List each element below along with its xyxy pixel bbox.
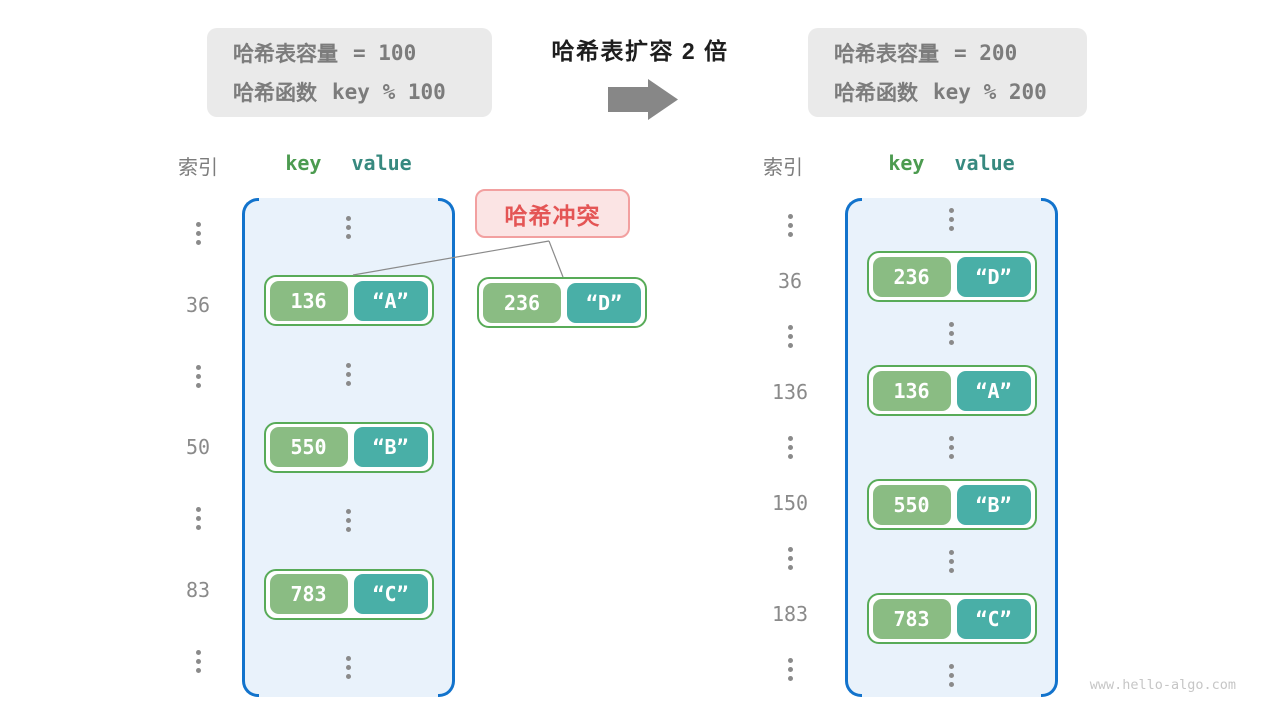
key-box: 550 xyxy=(269,427,348,468)
capacity-label: 哈希表容量 xyxy=(233,43,338,66)
index-column-right: 36 136 150 183 xyxy=(748,198,832,697)
kv-pair: 783 “C” xyxy=(263,568,434,620)
hash-function-value: key % 200 xyxy=(933,80,1047,104)
capacity-label: 哈希表容量 xyxy=(834,43,939,66)
ellipsis-dots xyxy=(787,214,793,237)
capacity-value: = 200 xyxy=(954,41,1018,65)
ellipsis-dots xyxy=(949,436,954,459)
index-label: 36 xyxy=(185,292,211,317)
ellipsis-dots xyxy=(195,649,201,673)
value-box: “C” xyxy=(353,574,428,615)
value-box: “A” xyxy=(956,370,1031,411)
info-box-before: 哈希表容量 = 100 哈希函数 key % 100 xyxy=(207,28,492,117)
value-box: “C” xyxy=(956,598,1031,639)
hash-table-after: 236 “D” 136 “A” 550 “B” 783 “C” xyxy=(845,198,1058,697)
value-box: “B” xyxy=(956,484,1031,525)
index-header-right: 索引 xyxy=(763,157,803,179)
hash-function-label: 哈希函数 xyxy=(233,82,317,105)
value-header: value xyxy=(954,151,1015,175)
index-label: 83 xyxy=(185,578,211,603)
ellipsis-dots xyxy=(195,507,201,531)
bucket-bracket-left xyxy=(242,198,259,697)
ellipsis-dots xyxy=(346,509,351,533)
key-box: 236 xyxy=(872,256,951,297)
value-header: value xyxy=(351,151,412,175)
right-arrow-icon xyxy=(608,79,678,120)
key-box: 783 xyxy=(269,574,348,615)
info-box-after: 哈希表容量 = 200 哈希函数 key % 200 xyxy=(808,28,1087,117)
capacity-value: = 100 xyxy=(353,41,417,65)
expand-title: 哈希表扩容 2 倍 xyxy=(551,38,729,64)
hash-function-label: 哈希函数 xyxy=(834,82,918,105)
key-box: 550 xyxy=(872,484,951,525)
ellipsis-dots xyxy=(195,221,201,245)
ellipsis-dots xyxy=(949,322,954,345)
ellipsis-dots xyxy=(346,655,351,679)
hash-collision-label: 哈希冲突 xyxy=(475,189,630,238)
capacity-line: 哈希表容量 = 100 xyxy=(233,38,492,68)
value-box: “D” xyxy=(956,256,1031,297)
kv-header-right: key value xyxy=(845,151,1058,175)
value-box: “B” xyxy=(353,427,428,468)
index-label: 183 xyxy=(771,602,809,626)
bucket-rows: 136 “A” 550 “B” 783 “C” xyxy=(242,198,455,697)
ellipsis-dots xyxy=(949,664,954,687)
watermark: www.hello-algo.com xyxy=(1089,677,1236,693)
index-label: 150 xyxy=(771,491,809,515)
kv-pair: 136 “A” xyxy=(866,365,1037,416)
value-box: “A” xyxy=(353,280,428,321)
key-header: key xyxy=(285,151,322,175)
index-label: 50 xyxy=(185,435,211,460)
ellipsis-dots xyxy=(346,362,351,386)
value-box: “D” xyxy=(567,282,641,323)
capacity-line: 哈希表容量 = 200 xyxy=(834,38,1087,68)
index-label: 136 xyxy=(771,380,809,404)
colliding-kv-pair: 236 “D” xyxy=(477,277,647,328)
kv-header-left: key value xyxy=(242,151,455,175)
hash-function-value: key % 100 xyxy=(332,80,446,104)
ellipsis-dots xyxy=(787,325,793,348)
ellipsis-dots xyxy=(949,550,954,573)
kv-pair: 550 “B” xyxy=(866,479,1037,530)
ellipsis-dots xyxy=(346,216,351,240)
key-box: 136 xyxy=(269,280,348,321)
ellipsis-dots xyxy=(949,208,954,231)
hash-function-line: 哈希函数 key % 200 xyxy=(834,77,1087,107)
key-box: 236 xyxy=(483,282,561,323)
ellipsis-dots xyxy=(787,658,793,681)
kv-pair: 236 “D” xyxy=(866,251,1037,302)
key-box: 136 xyxy=(872,370,951,411)
ellipsis-dots xyxy=(195,364,201,388)
bucket-rows: 236 “D” 136 “A” 550 “B” 783 “C” xyxy=(845,198,1058,697)
kv-pair: 783 “C” xyxy=(866,593,1037,644)
index-header-left: 索引 xyxy=(178,157,218,179)
kv-pair: 136 “A” xyxy=(263,275,434,327)
hash-function-line: 哈希函数 key % 100 xyxy=(233,77,492,107)
ellipsis-dots xyxy=(787,547,793,570)
key-header: key xyxy=(888,151,925,175)
ellipsis-dots xyxy=(787,436,793,459)
hash-table-before: 136 “A” 550 “B” 783 “C” xyxy=(242,198,455,697)
bucket-bracket-left xyxy=(845,198,862,697)
key-box: 783 xyxy=(872,598,951,639)
index-column-left: 36 50 83 xyxy=(156,198,240,697)
kv-pair: 550 “B” xyxy=(263,421,434,473)
index-label: 36 xyxy=(777,269,803,293)
